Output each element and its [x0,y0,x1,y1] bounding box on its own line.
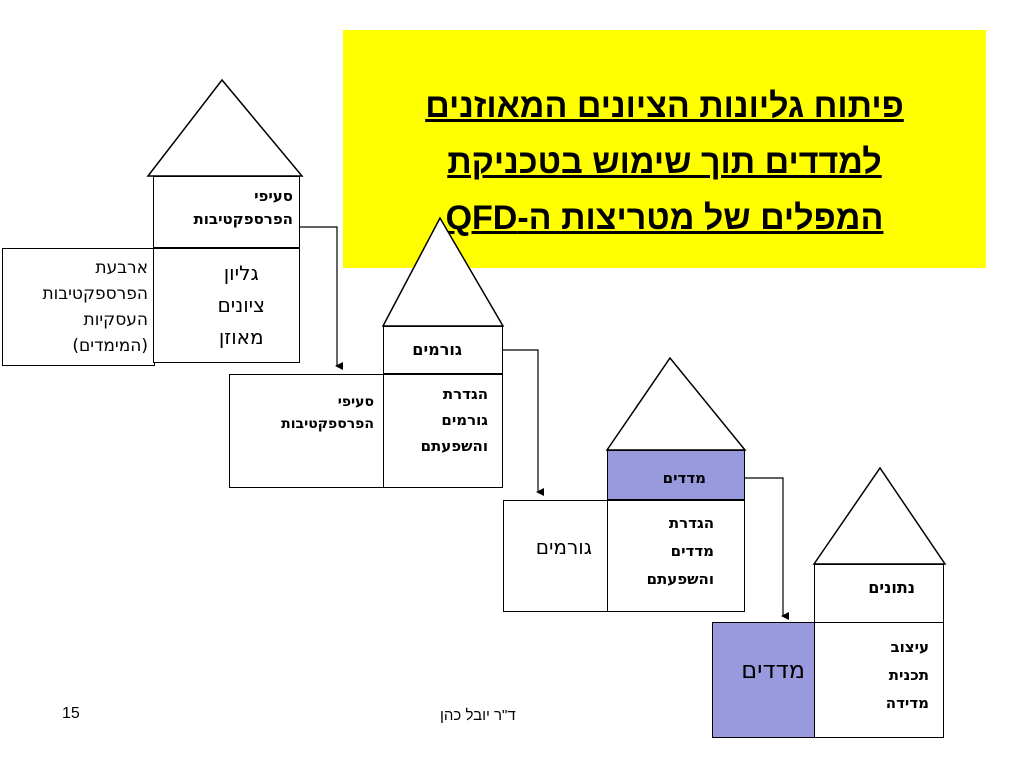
house2-main-label: הגדרת גורמים והשפעתם [420,385,488,455]
house2-main-cell: הגדרת גורמים והשפעתם [383,374,503,488]
house2-roof [381,216,505,327]
house3-side-label: גורמים [535,535,592,559]
house3-main-cell: הגדרת מדדים והשפעתם [607,500,745,612]
house4-side-label: מדדים [741,656,805,684]
house2-header-cell: גורמים [383,326,503,374]
house3-side-cell: גורמים [503,500,609,612]
slide-title: פיתוח גליונות הציונים המאוזנים למדדים תו… [425,87,904,237]
connector-2-3 [503,349,544,496]
footer-author: ד"ר יובל כהן [440,707,516,724]
house3-main-label: הגדרת מדדים והשפעתם [646,514,714,588]
page-number: 15 [62,705,80,722]
house4-side-cell: מדדים [712,622,816,738]
title-banner: פיתוח גליונות הציונים המאוזנים למדדים תו… [343,30,986,268]
house4-main-label: עיצוב תכנית מדידה [885,638,929,712]
house4-roof [812,466,947,565]
house2-side-label: סעיפי הפרספקטיבות [281,394,374,432]
house1-header-cell: סעיפי הפרספקטיבות [153,176,300,248]
house3-header-cell: מדדים [607,450,745,500]
house1-side-label: ארבעת הפרספקטיבות העסקיות (המימדים) [42,258,149,356]
house4-main-cell: עיצוב תכנית מדידה [814,622,944,738]
house3-header: מדדים [662,469,706,487]
house1-side-cell: ארבעת הפרספקטיבות העסקיות (המימדים) [2,248,155,366]
house1-main-label: גליון ציונים מאוזן [217,261,265,349]
house2-header: גורמים [412,340,462,359]
connector-3-4 [745,477,789,620]
house3-roof [605,356,747,451]
house4-header: נתונים [868,578,915,597]
house4-header-cell: נתונים [814,564,944,624]
house1-main-cell: גליון ציונים מאוזן [153,248,300,363]
connector-1-2 [298,226,343,370]
house1-header: סעיפי הפרספקטיבות [193,187,293,228]
house1-roof [146,78,304,177]
house2-side-cell: סעיפי הפרספקטיבות [229,374,385,488]
